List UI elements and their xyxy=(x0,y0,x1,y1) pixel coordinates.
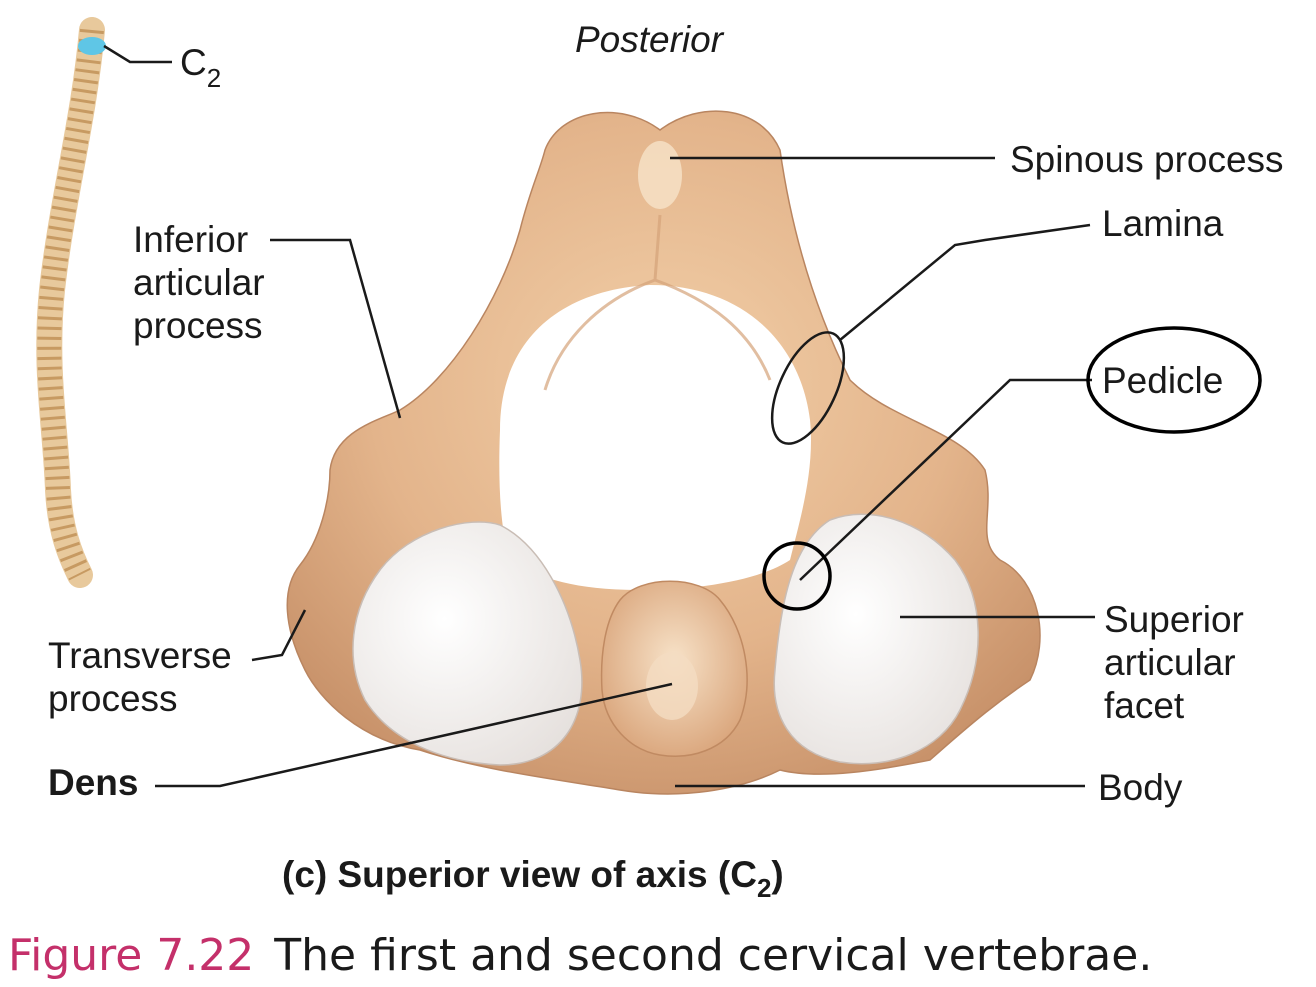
label-inferior-articular-process-line1: Inferior xyxy=(133,219,248,260)
label-transverse-process-line1: Transverse xyxy=(48,635,232,676)
subcaption: (c) Superior view of axis (C2) xyxy=(282,854,784,903)
c2-highlight xyxy=(78,37,106,55)
figure-title: The first and second cervical vertebrae. xyxy=(273,930,1152,981)
label-superior-articular-facet-line3: facet xyxy=(1104,685,1185,726)
label-pedicle: Pedicle xyxy=(1102,360,1223,401)
figure-caption: Figure 7.22 The first and second cervical… xyxy=(8,930,1152,981)
label-transverse-process-line2: process xyxy=(48,678,178,719)
structure-labels: Spinous process Lamina Inferior articula… xyxy=(48,139,1284,808)
right-superior-articular-facet xyxy=(773,513,979,765)
label-superior-articular-facet-line2: articular xyxy=(1104,642,1236,683)
label-inferior-articular-process-line3: process xyxy=(133,305,263,346)
left-superior-articular-facet xyxy=(352,521,583,766)
pedicle-label-circle xyxy=(1086,326,1262,434)
label-lamina: Lamina xyxy=(1102,203,1224,244)
posterior-label: Posterior xyxy=(575,19,725,60)
c2-spine-label: C2 xyxy=(180,42,221,93)
label-dens: Dens xyxy=(48,762,138,803)
spinal-column-thumbnail: C2 xyxy=(36,17,221,588)
label-spinous-process: Spinous process xyxy=(1010,139,1284,180)
label-superior-articular-facet-line1: Superior xyxy=(1104,599,1244,640)
label-body: Body xyxy=(1098,767,1183,808)
label-inferior-articular-process-line2: articular xyxy=(133,262,265,303)
figure-number: Figure 7.22 xyxy=(8,930,254,981)
vertebral-foramen xyxy=(499,285,811,590)
pedicle-location-circle xyxy=(762,541,832,611)
axis-vertebra xyxy=(286,110,1041,795)
leader-lines xyxy=(155,156,1095,788)
